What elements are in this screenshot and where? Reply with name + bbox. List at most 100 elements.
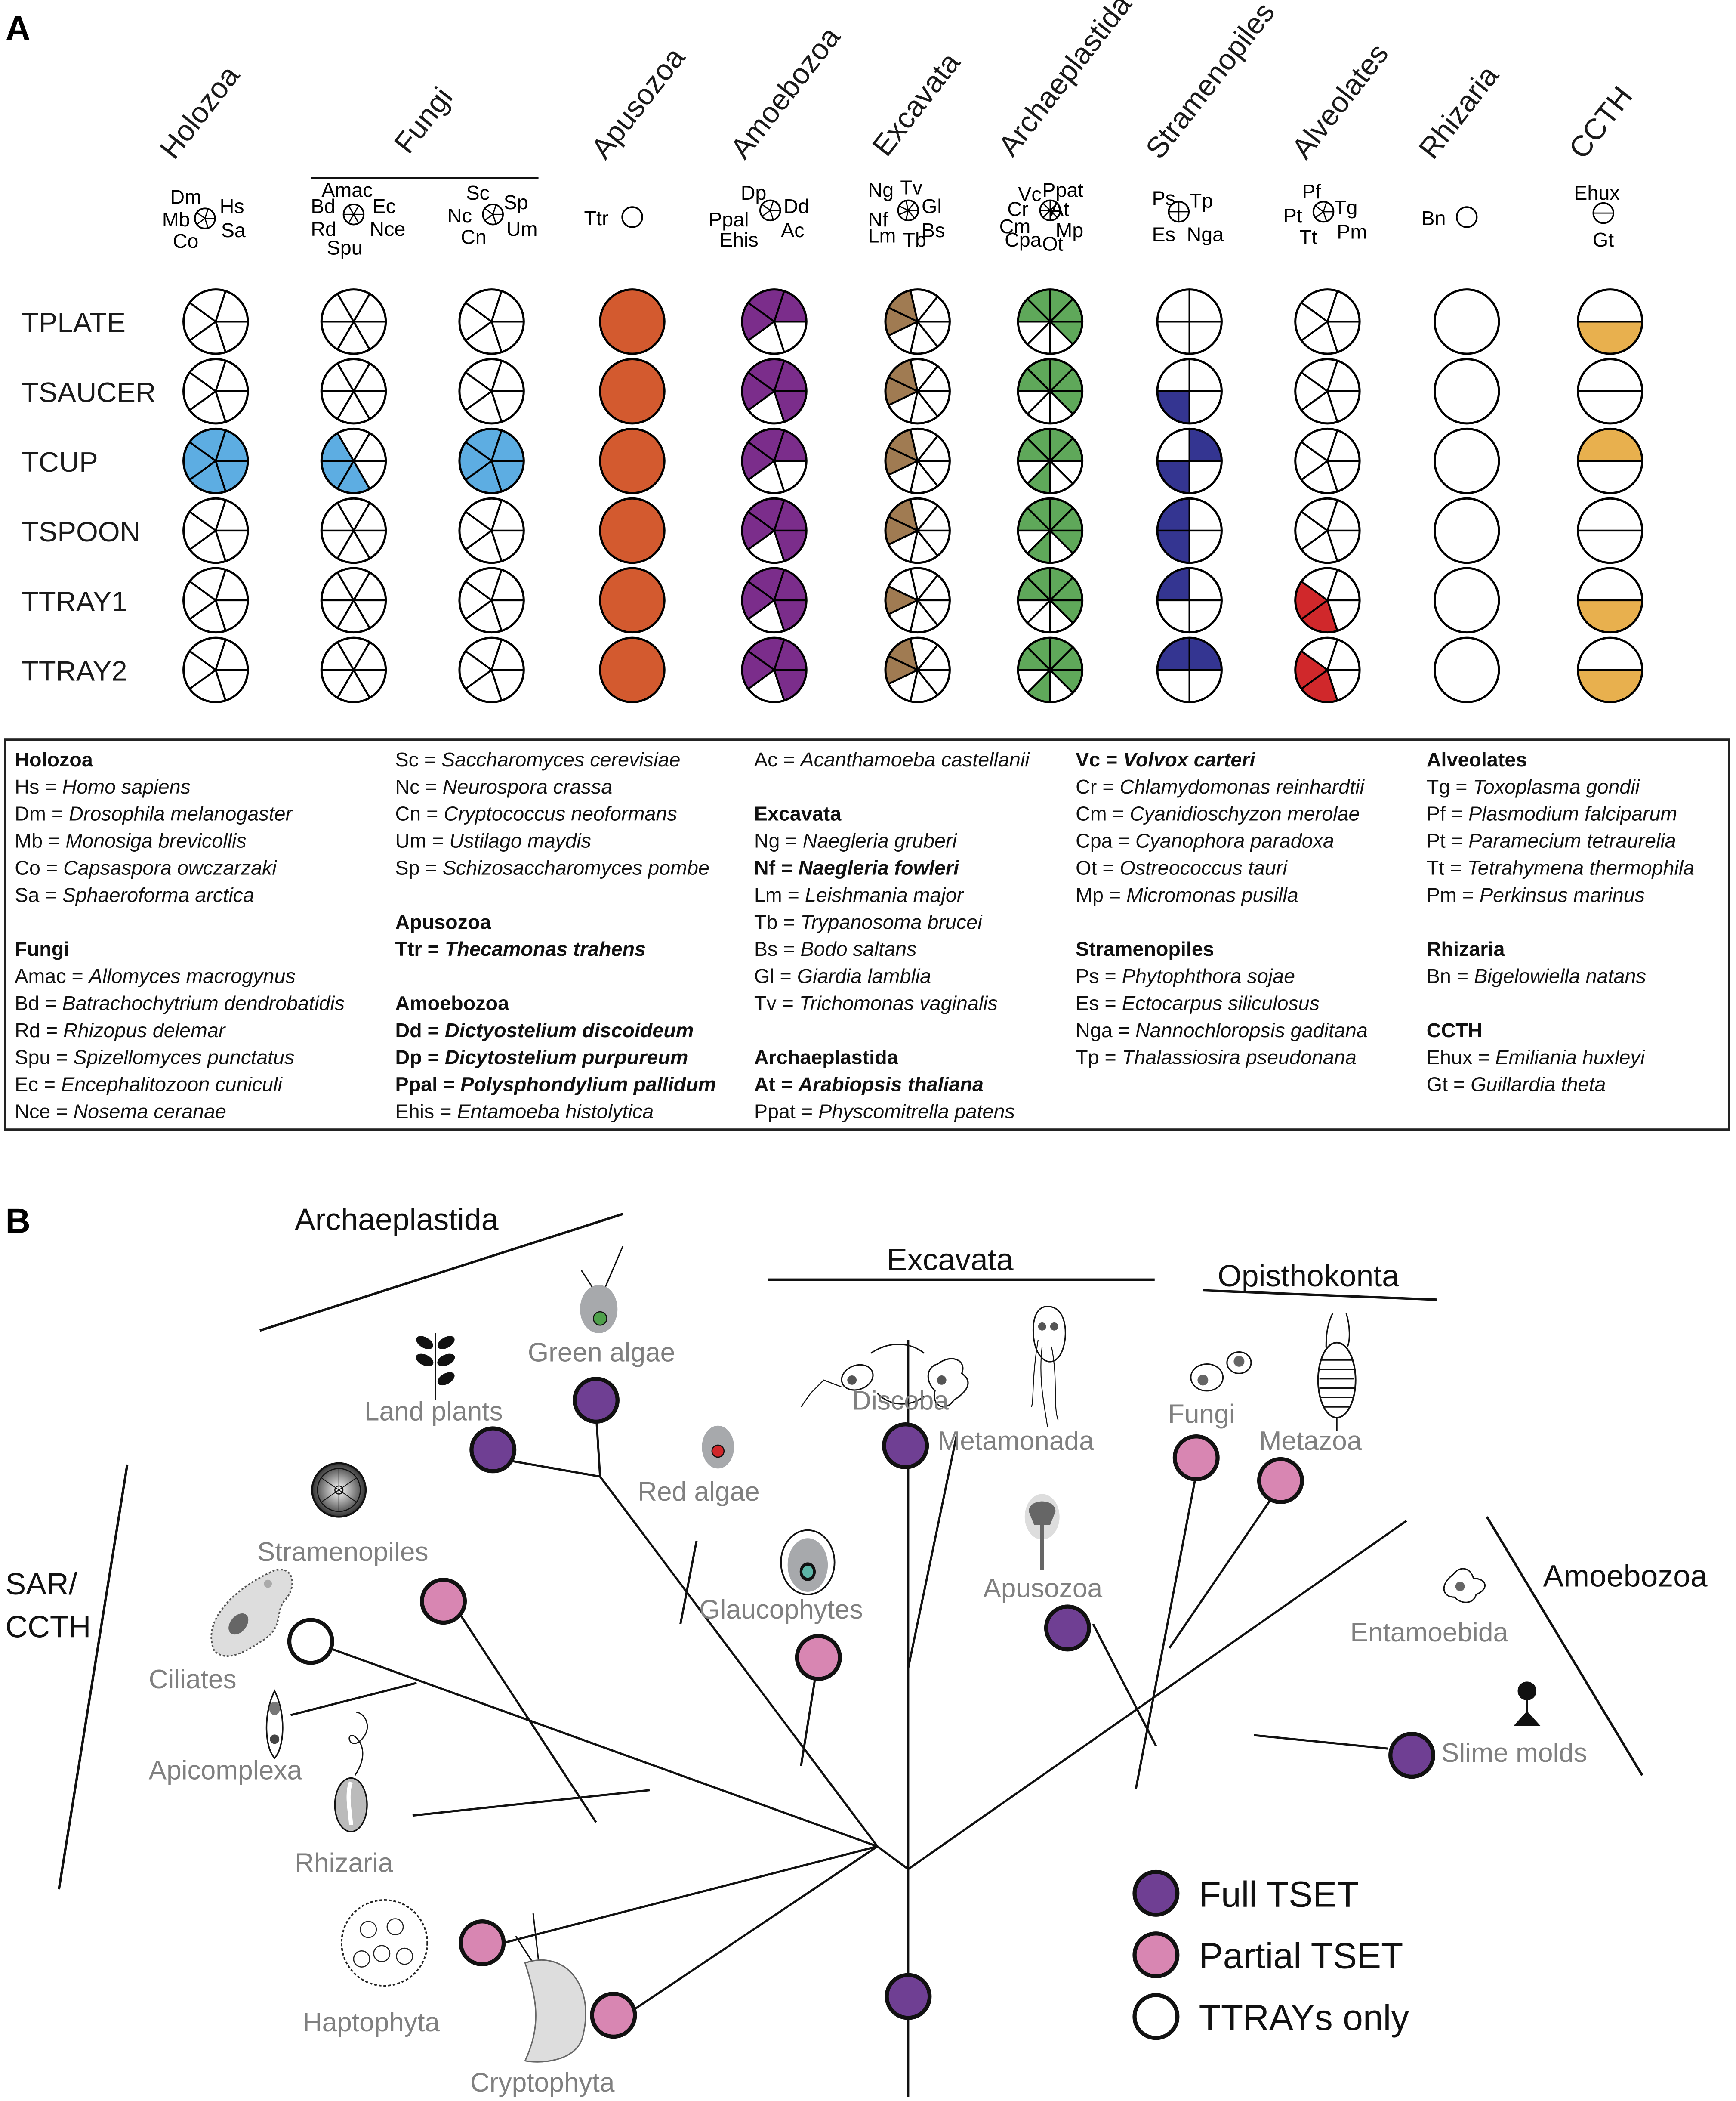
pie-segment: [459, 303, 492, 341]
group-header-holozoa: Holozoa: [153, 59, 246, 165]
pie-spoke: [215, 639, 227, 670]
pie-segment: [1050, 438, 1082, 461]
pie-spoke: [189, 302, 216, 323]
pie-outline: [1294, 358, 1361, 425]
pie-segment: [1189, 568, 1222, 600]
node-fungi: [1172, 1434, 1220, 1481]
pie-segment: [1050, 391, 1073, 423]
pie-spoke: [490, 569, 503, 601]
species-abbr-label: Tb: [903, 229, 926, 251]
species-abbr-label: Tv: [900, 176, 923, 199]
pie-spoke: [353, 293, 371, 322]
pie-amoebozoa-tplate: [741, 288, 808, 355]
pie-outline: [741, 497, 808, 564]
pie-outline: [320, 497, 387, 564]
taxon-label: Entamoebida: [1350, 1618, 1508, 1647]
pie-segment: [1301, 638, 1338, 670]
pie-outline: [458, 636, 525, 703]
pie-segment: [885, 586, 918, 615]
pie-spoke: [747, 650, 775, 671]
pie-spoke: [336, 293, 355, 322]
pie-archaeplastida-tsaucer: [1017, 358, 1084, 425]
pie-ccth-tplate: [1577, 288, 1643, 355]
legend-group-heading: CCTH: [1427, 1019, 1483, 1041]
pie-stramenopiles-tspoon: [1156, 497, 1223, 564]
pie-segment: [1050, 578, 1082, 600]
pie-spoke: [773, 500, 785, 531]
species-abbr-label: Spu: [327, 237, 363, 259]
pie-segment: [183, 512, 216, 550]
pie-spoke: [353, 669, 371, 698]
pie-spoke: [353, 599, 371, 629]
pie-segment: [337, 530, 370, 563]
pie-spoke: [336, 599, 355, 629]
pie-outline: [599, 358, 666, 425]
legend-species-entry: Ehux = Emiliania huxleyi: [1427, 1046, 1646, 1069]
taxon-label: Slime molds: [1441, 1738, 1587, 1768]
pie-fungi-2-tsaucer: [458, 358, 525, 425]
pie-segment: [189, 391, 226, 423]
pie-ccth-ttray2: [1577, 636, 1643, 703]
species-legend-box: [4, 738, 1730, 1131]
pie-spoke: [336, 433, 355, 462]
pie-spoke: [336, 530, 355, 559]
pie-spoke: [1301, 599, 1328, 620]
pie-segment: [1018, 438, 1050, 461]
pie-segment: [1050, 391, 1082, 414]
pie-segment: [466, 359, 502, 392]
pie-outline: [182, 288, 249, 355]
legend-species-entry: Gl = Giardia lamblia: [754, 965, 931, 987]
pie-segment: [1578, 670, 1643, 702]
fungi-icon: [1190, 1351, 1252, 1392]
pie-segment: [1027, 289, 1050, 322]
pie-segment: [910, 530, 938, 563]
pie-segment: [917, 670, 950, 695]
pie-outline: [320, 358, 387, 425]
pie-stramenopiles-tsaucer: [1156, 358, 1223, 425]
pie-spoke: [189, 321, 216, 341]
pie-outline: [1017, 288, 1084, 355]
pie-segment: [1189, 498, 1222, 531]
pie-spoke: [189, 441, 216, 462]
pie-spoke: [888, 599, 918, 615]
legend-species-entry: Ttr = Thecamonas trahens: [395, 938, 645, 960]
species-abbr-label: Mb: [162, 208, 190, 231]
pie-spoke: [773, 360, 785, 392]
pie-apusozoa-tspoon: [599, 497, 666, 564]
taxon-label: Apicomplexa: [149, 1756, 302, 1786]
pie-spoke: [336, 460, 355, 489]
pie-segment: [466, 530, 502, 563]
legend-species-entry: Nce = Nosema ceranae: [15, 1100, 226, 1123]
pie-spoke: [1326, 600, 1338, 631]
legend-group-heading: Stramenopiles: [1076, 938, 1214, 960]
pie-spoke: [888, 376, 918, 392]
pie-segment: [1050, 600, 1073, 633]
taxon-label: Fungi: [1168, 1400, 1235, 1429]
pie-apusozoa-ttray1: [599, 567, 666, 634]
pie-spoke: [336, 502, 355, 531]
species-abbr-label: Co: [173, 230, 199, 252]
pie-spoke: [490, 290, 503, 322]
pie-segment: [466, 289, 502, 322]
pie-spoke: [465, 441, 492, 462]
taxon-label: Green algae: [528, 1338, 675, 1367]
pie-spoke: [215, 569, 227, 601]
clade-label-archaeplastida: Archaeplastida: [295, 1202, 499, 1237]
pie-spoke: [465, 599, 492, 620]
taxon-label: Metazoa: [1259, 1426, 1362, 1456]
pie-outline: [1156, 288, 1223, 355]
node-root: [885, 1973, 932, 2020]
pie-outline: [182, 497, 249, 564]
pie-spoke: [215, 460, 227, 492]
pie-outline: [741, 288, 808, 355]
pie-segment: [183, 442, 216, 480]
pie-spoke: [465, 321, 492, 341]
taxon-label: Stramenopiles: [257, 1537, 429, 1567]
pie-spoke: [916, 669, 938, 696]
pie-segment: [1027, 568, 1050, 600]
pie-segment: [1189, 359, 1222, 392]
legend-species-entry: Vc = Volvox carteri: [1076, 748, 1255, 771]
pie-outline: [884, 636, 951, 703]
species-abbr-label: Lm: [868, 225, 896, 247]
